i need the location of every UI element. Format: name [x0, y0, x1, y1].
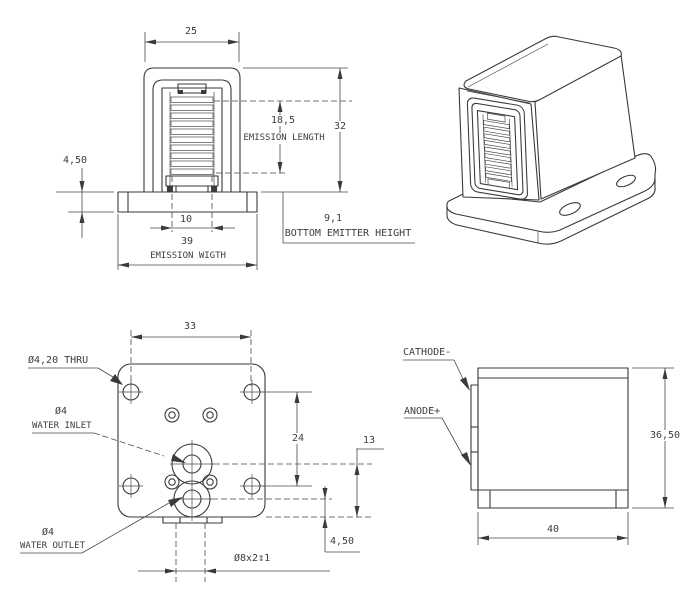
label-thru-hole: Ø4,20 THRU — [28, 355, 89, 366]
label-cathode: CATHODE- — [403, 347, 452, 358]
label-boss-spec: Ø8x2↧1 — [232, 553, 273, 564]
dim-hole-spacing-v: 24 — [289, 433, 307, 444]
dim-bottom-emitter: 9,1 — [323, 213, 343, 224]
dim-body-width: 25 — [184, 26, 198, 37]
iso-view-linework — [446, 35, 657, 245]
side-view-linework — [403, 359, 674, 545]
dim-overall-width: 39 — [180, 236, 194, 247]
dim-emitter-width: 10 — [177, 214, 195, 225]
label-emission-width: EMISSION WIGTH — [150, 251, 226, 261]
dim-hole-spacing-h: 33 — [183, 321, 197, 332]
dim-body-height: 32 — [331, 121, 349, 132]
dim-total-height: 36,50 — [647, 430, 683, 441]
dim-depth: 40 — [546, 524, 560, 535]
dim-outlet-diameter: Ø4 — [41, 527, 55, 538]
label-water-inlet: WATER INLET — [32, 421, 92, 431]
label-bottom-emitter-height: BOTTOM EMITTER HEIGHT — [284, 228, 412, 239]
bottom-view-linework — [20, 330, 384, 582]
label-water-outlet: WATER OUTLET — [20, 541, 86, 551]
dim-outlet-bottom-offset: 4,50 — [327, 536, 357, 547]
front-view-linework — [56, 32, 415, 270]
label-emission-length: EMISSION LENGTH — [241, 133, 327, 144]
dim-inlet-diameter: Ø4 — [54, 406, 68, 417]
dim-flange-height: 4,50 — [62, 155, 88, 166]
dim-emission-length: 18,5 — [268, 115, 298, 126]
dim-inlet-offset: 13 — [360, 435, 378, 446]
label-anode: ANODE+ — [404, 406, 441, 417]
